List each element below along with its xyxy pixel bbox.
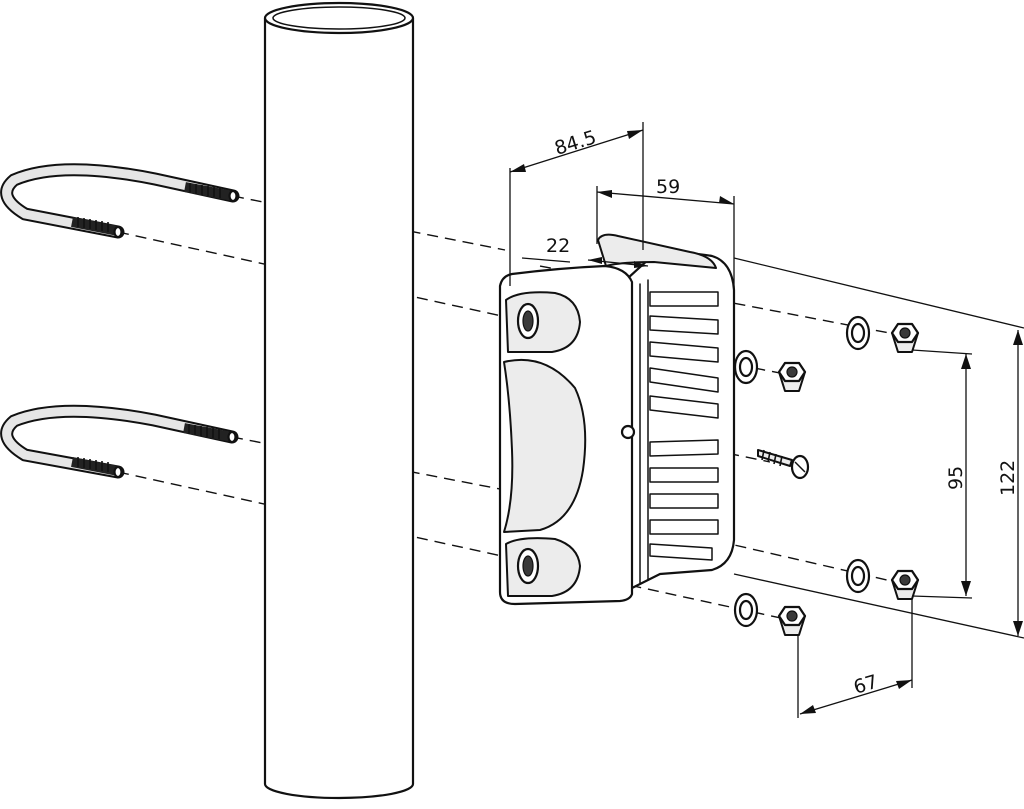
round-post <box>263 1 415 800</box>
dimension-label-59: 59 <box>656 176 680 198</box>
dimension-label-95: 95 <box>945 466 967 490</box>
nut-rear-upper <box>890 322 920 353</box>
nut-front-lower <box>777 605 807 636</box>
bracket-ribs <box>639 279 719 585</box>
dimension-label-122: 122 <box>997 460 1019 496</box>
dimension-label-22: 22 <box>546 235 570 257</box>
nut-front-upper <box>777 361 807 392</box>
nut-rear-lower <box>890 569 920 600</box>
washer-front-upper <box>733 349 759 385</box>
dimension-59: 59 <box>596 176 735 290</box>
dimension-67: 67 <box>797 598 913 718</box>
centre-screw <box>757 449 810 480</box>
bracket-adapter <box>498 233 736 606</box>
u-bolt-lower <box>0 404 239 479</box>
washer-rear-lower <box>845 558 871 594</box>
u-bolt-upper <box>0 163 240 239</box>
dimension-122: 122 <box>733 257 1024 639</box>
dimension-22: 22 <box>521 235 649 268</box>
dimension-label-67: 67 <box>851 671 881 699</box>
dimension-95: 95 <box>911 349 973 599</box>
washer-front-lower <box>733 592 759 628</box>
dimension-label-84-5: 84.5 <box>552 126 599 159</box>
washer-rear-upper <box>845 315 871 351</box>
